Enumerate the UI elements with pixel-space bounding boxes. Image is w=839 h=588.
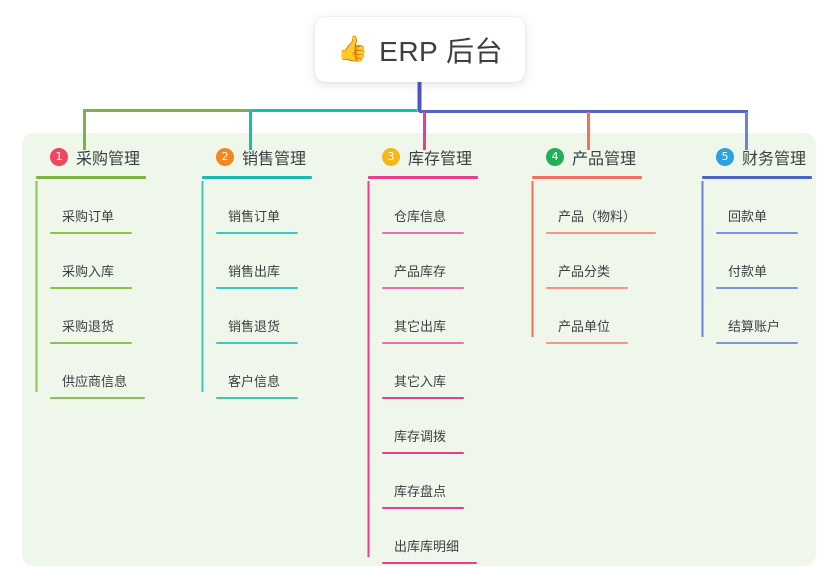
column-1-item-1-label: 采购订单 (62, 209, 115, 224)
column-3-item-2-rule (382, 287, 464, 289)
column-5-item-1-rule (716, 232, 798, 234)
list-item[interactable]: 出库库明细 (368, 509, 528, 564)
list-item[interactable]: 采购入库 (36, 234, 186, 289)
list-item[interactable]: 销售退货 (202, 289, 352, 344)
column-2-header-rule (202, 176, 312, 179)
column-3-title: 库存管理 (408, 151, 473, 168)
column-5-item-2-rule (716, 287, 798, 289)
list-item[interactable]: 其它出库 (368, 289, 528, 344)
column-4-header[interactable]: 4 产品管理 (532, 145, 702, 169)
column-3-item-3-rule (382, 342, 464, 344)
column-2-item-2-rule (216, 287, 298, 289)
column-4-header-rule (532, 176, 642, 179)
column-4-item-2-label: 产品分类 (558, 264, 611, 279)
column-1-header-rule (36, 176, 146, 179)
list-item[interactable]: 库存盘点 (368, 454, 528, 509)
column-4-item-1-label: 产品（物料） (558, 209, 637, 224)
list-item[interactable]: 库存调拨 (368, 399, 528, 454)
column-3-item-7-label: 出库库明细 (394, 539, 460, 554)
column-2-item-4-label: 客户信息 (228, 374, 281, 389)
list-item[interactable]: 销售订单 (202, 179, 352, 234)
column-4-title: 产品管理 (572, 151, 637, 168)
column-3-item-5-label: 库存调拨 (394, 429, 447, 444)
root-node[interactable]: 👍 ERP 后台 (315, 17, 525, 82)
list-item[interactable]: 产品库存 (368, 234, 528, 289)
column-1-item-3-label: 采购退货 (62, 319, 115, 334)
column-3-item-1-rule (382, 232, 464, 234)
diagram-panel (22, 133, 816, 566)
column-5-badge: 5 (716, 148, 734, 166)
column-5-header-rule (702, 176, 812, 179)
column-3-item-6-rule (382, 507, 464, 509)
column-5-item-3-rule (716, 342, 798, 344)
list-item[interactable]: 结算账户 (702, 289, 839, 344)
list-item[interactable]: 销售出库 (202, 234, 352, 289)
column-4-item-3-rule (546, 342, 628, 344)
column-1-header[interactable]: 1 采购管理 (36, 145, 186, 169)
column-4-item-3-label: 产品单位 (558, 319, 611, 334)
column-2-item-2-label: 销售出库 (228, 264, 281, 279)
column-1-item-2-rule (50, 287, 132, 289)
column-4-badge: 4 (546, 148, 564, 166)
list-item[interactable]: 产品（物料） (532, 179, 702, 234)
column-2-item-3-label: 销售退货 (228, 319, 281, 334)
column-1-item-4-label: 供应商信息 (62, 374, 128, 389)
column-1-badge: 1 (50, 148, 68, 166)
column-5-item-2-label: 付款单 (728, 264, 768, 279)
column-1-item-2-label: 采购入库 (62, 264, 115, 279)
column-3-item-5-rule (382, 452, 464, 454)
list-item[interactable]: 产品单位 (532, 289, 702, 344)
list-item[interactable]: 采购订单 (36, 179, 186, 234)
column-2-item-4-rule (216, 397, 298, 399)
column-3: 3 库存管理 仓库信息 产品库存 其它出库 其它入库 库存调拨 (368, 145, 528, 564)
column-4-item-2-rule (546, 287, 628, 289)
thumbs-up-icon: 👍 (337, 35, 369, 63)
column-3-item-4-label: 其它入库 (394, 374, 447, 389)
list-item[interactable]: 供应商信息 (36, 344, 186, 399)
list-item[interactable]: 回款单 (702, 179, 839, 234)
column-5-header[interactable]: 5 财务管理 (702, 145, 839, 169)
list-item[interactable]: 产品分类 (532, 234, 702, 289)
column-3-item-4-rule (382, 397, 464, 399)
column-5: 5 财务管理 回款单 付款单 结算账户 (702, 145, 839, 344)
column-3-item-3-label: 其它出库 (394, 319, 447, 334)
column-5-item-3-label: 结算账户 (728, 319, 781, 334)
column-3-item-2-label: 产品库存 (394, 264, 447, 279)
column-2-item-1-rule (216, 232, 298, 234)
column-2-header[interactable]: 2 销售管理 (202, 145, 352, 169)
column-1: 1 采购管理 采购订单 采购入库 采购退货 供应商信息 (36, 145, 186, 399)
column-1-item-4-rule (50, 397, 145, 399)
column-2-title: 销售管理 (242, 151, 307, 168)
column-2-item-1-label: 销售订单 (228, 209, 281, 224)
column-3-item-1-label: 仓库信息 (394, 209, 447, 224)
column-5-item-1-label: 回款单 (728, 209, 768, 224)
column-1-item-1-rule (50, 232, 132, 234)
column-3-item-6-label: 库存盘点 (394, 484, 447, 499)
column-2: 2 销售管理 销售订单 销售出库 销售退货 客户信息 (202, 145, 352, 399)
column-3-item-7-rule (382, 562, 477, 564)
column-4-item-1-rule (546, 232, 656, 234)
list-item[interactable]: 仓库信息 (368, 179, 528, 234)
list-item[interactable]: 客户信息 (202, 344, 352, 399)
list-item[interactable]: 付款单 (702, 234, 839, 289)
column-3-badge: 3 (382, 148, 400, 166)
column-2-item-3-rule (216, 342, 298, 344)
column-1-item-3-rule (50, 342, 132, 344)
column-2-badge: 2 (216, 148, 234, 166)
list-item[interactable]: 其它入库 (368, 344, 528, 399)
column-3-header[interactable]: 3 库存管理 (368, 145, 528, 169)
column-1-title: 采购管理 (76, 151, 141, 168)
page-title: ERP 后台 (379, 35, 503, 67)
column-3-header-rule (368, 176, 478, 179)
column-5-title: 财务管理 (742, 151, 807, 168)
column-4: 4 产品管理 产品（物料） 产品分类 产品单位 (532, 145, 702, 344)
list-item[interactable]: 采购退货 (36, 289, 186, 344)
